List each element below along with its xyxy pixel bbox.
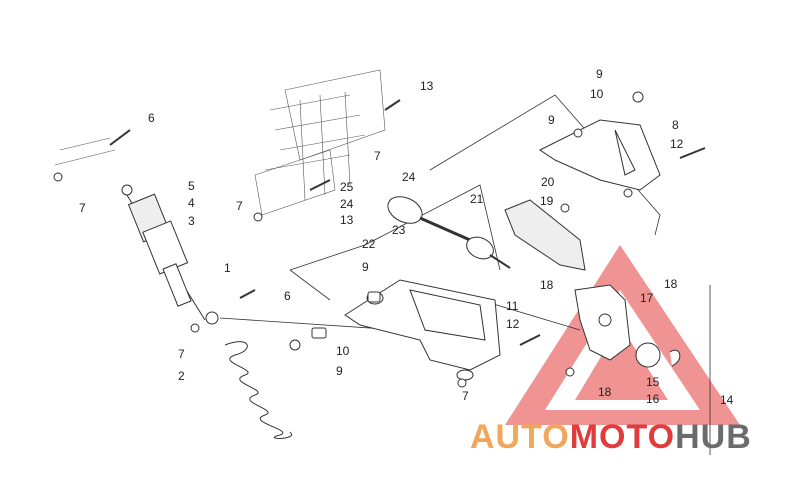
callout-23: 23 [392, 223, 406, 237]
callout-15: 15 [646, 375, 660, 389]
callout-20: 20 [541, 175, 555, 189]
callout-7: 7 [374, 149, 381, 163]
callout-22: 22 [362, 237, 376, 251]
callout-18: 18 [664, 277, 678, 291]
callout-9: 9 [336, 364, 343, 378]
callout-1: 1 [224, 261, 231, 275]
callout-13: 13 [420, 79, 434, 93]
callout-12: 12 [670, 137, 684, 151]
callout-21: 21 [470, 192, 484, 206]
callout-19: 19 [540, 194, 554, 208]
boot-guard [504, 199, 586, 271]
upper-a-arm [539, 91, 661, 191]
cv-axle [387, 196, 511, 269]
callout-5: 5 [188, 179, 195, 193]
callout-9: 9 [362, 260, 369, 274]
callout-18: 18 [598, 385, 612, 399]
callout-10: 10 [590, 87, 604, 101]
watermark-text: AUTOMOTOHUB [470, 418, 752, 456]
callout-24: 24 [402, 170, 416, 184]
callout-25: 25 [340, 180, 354, 194]
watermark-part-3: HUB [675, 418, 752, 456]
callout-3: 3 [188, 214, 195, 228]
callout-7: 7 [462, 389, 469, 403]
watermark-part-2: MOTO [570, 418, 675, 456]
callout-24: 24 [340, 197, 354, 211]
callout-6: 6 [284, 289, 291, 303]
callout-16: 16 [646, 392, 660, 406]
watermark-part-1: AUTO [470, 418, 570, 456]
callout-9: 9 [548, 113, 555, 127]
callout-4: 4 [188, 196, 195, 210]
callout-6: 6 [148, 111, 155, 125]
callout-11: 11 [506, 299, 519, 313]
callout-8: 8 [672, 118, 679, 132]
callout-14: 14 [720, 393, 734, 407]
coil-spring [224, 341, 293, 439]
callout-7: 7 [178, 347, 185, 361]
callout-12: 12 [506, 317, 520, 331]
callout-18: 18 [540, 278, 554, 292]
callout-17: 17 [640, 291, 654, 305]
callout-7: 7 [79, 201, 86, 215]
shock-absorber [121, 184, 219, 325]
callout-7: 7 [236, 199, 243, 213]
callout-13: 13 [340, 213, 354, 227]
callout-9: 9 [596, 67, 603, 81]
callout-2: 2 [178, 369, 185, 383]
callout-10: 10 [336, 344, 350, 358]
bolts [53, 99, 706, 388]
frame-chassis [54, 69, 386, 216]
steering-knuckle [574, 284, 681, 368]
